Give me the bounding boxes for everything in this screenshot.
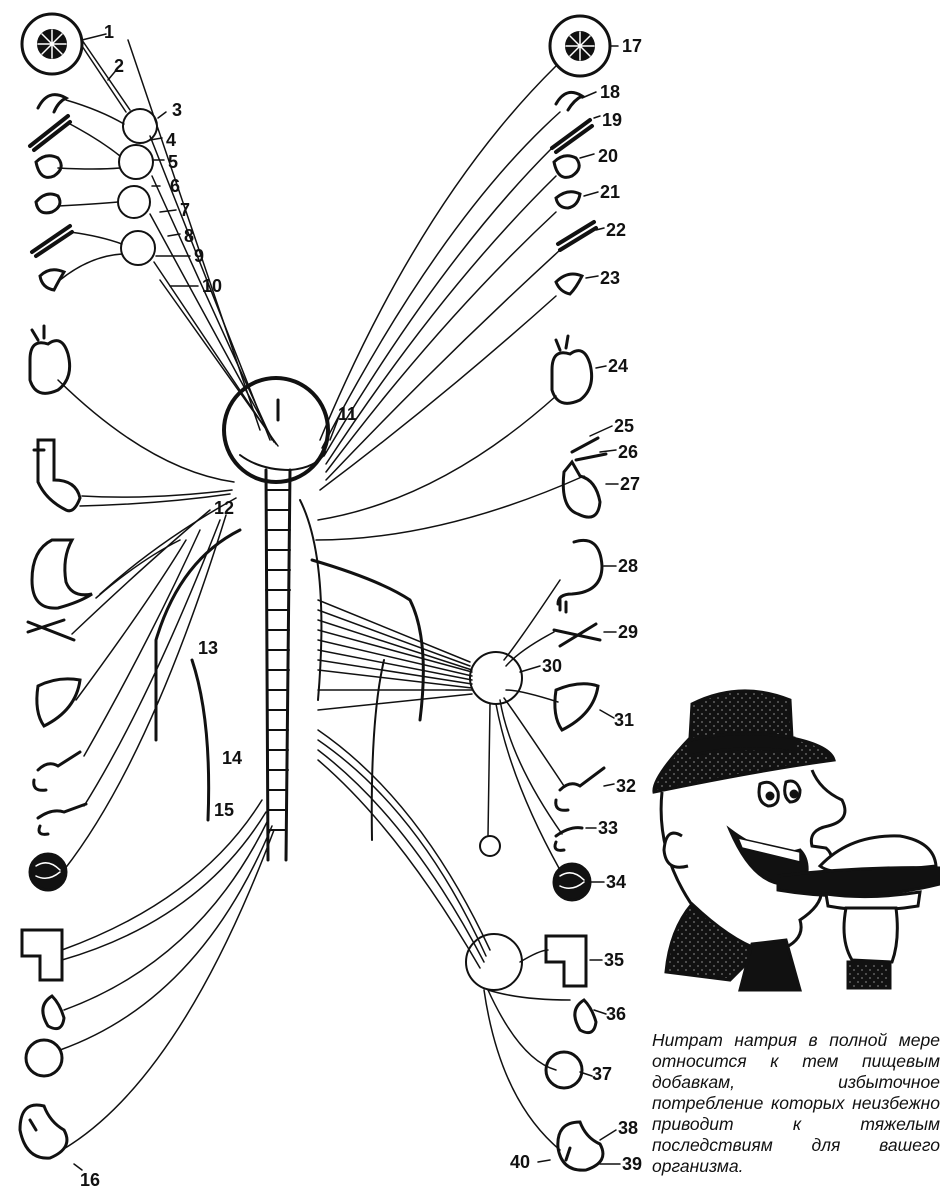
label-12: 12 <box>214 498 234 518</box>
left-sympathetic-chain <box>156 530 240 740</box>
label-20: 20 <box>598 146 618 166</box>
bladder-icon-left <box>26 1040 62 1076</box>
label-19: 19 <box>602 110 622 130</box>
label-26: 26 <box>618 442 638 462</box>
heart-icon-left <box>30 326 70 393</box>
label-39: 39 <box>622 1154 642 1174</box>
label-15: 15 <box>214 800 234 820</box>
cranial-vessel-icon <box>32 226 72 256</box>
salivary-gland-icon <box>36 156 61 178</box>
label-leaders <box>74 34 620 1170</box>
label-11: 11 <box>338 404 357 424</box>
bladder-icon <box>546 1052 582 1088</box>
label-18: 18 <box>600 82 620 102</box>
right-body-nerves <box>316 396 584 1150</box>
label-30: 30 <box>542 656 562 676</box>
label-14: 14 <box>222 748 242 768</box>
label-31: 31 <box>614 710 634 730</box>
colon-icon <box>546 936 586 986</box>
label-7: 7 <box>180 200 190 220</box>
label-1: 1 <box>104 22 114 42</box>
brain-icon <box>224 378 328 482</box>
caption-text: Нитрат натрия в полной мере относится к … <box>652 1030 940 1177</box>
parotid-gland-icon <box>36 194 60 213</box>
label-40: 40 <box>510 1152 530 1172</box>
label-27: 27 <box>620 474 640 494</box>
label-23: 23 <box>600 268 620 288</box>
genitals-icon-left <box>20 1105 67 1158</box>
nasal-vessel-icon-right <box>552 120 592 152</box>
eye-icon-right <box>550 16 610 76</box>
man-eating-cartoon <box>654 691 940 990</box>
label-8: 8 <box>184 226 194 246</box>
label-17: 17 <box>622 36 642 56</box>
label-3: 3 <box>172 100 182 120</box>
intestine-icon-left <box>30 854 66 890</box>
label-25: 25 <box>614 416 634 436</box>
vessel-icon <box>554 624 600 646</box>
sleeve-icon <box>848 962 890 988</box>
vessel-icon-left <box>28 620 74 640</box>
label-34: 34 <box>606 872 626 892</box>
label-16: 16 <box>80 1170 100 1190</box>
label-5: 5 <box>168 152 178 172</box>
left-cranial-nerves <box>58 40 278 446</box>
pupil-left <box>767 793 773 799</box>
kidney-icon-left <box>43 996 64 1029</box>
label-21: 21 <box>600 182 620 202</box>
celiac-ganglion <box>470 652 522 704</box>
pancreas-icon-left <box>38 804 86 834</box>
label-37: 37 <box>592 1064 612 1084</box>
pupil-right <box>791 791 797 797</box>
nasal-vessel-icon <box>30 116 70 150</box>
heart-icon <box>552 336 592 403</box>
lung-icon-left <box>34 440 80 511</box>
label-10: 10 <box>202 276 222 296</box>
label-28: 28 <box>618 556 638 576</box>
liver-icon <box>555 684 598 730</box>
cranial-vessel-icon-right <box>558 222 596 250</box>
parotid-gland-icon-right <box>556 192 580 208</box>
submandibular-ganglion <box>118 186 150 218</box>
label-13: 13 <box>198 638 218 658</box>
salivary-gland-icon-right <box>554 156 579 178</box>
mesenteric-ganglion <box>480 836 500 856</box>
colon-icon-left <box>22 930 62 980</box>
gallbladder-icon-left <box>34 752 80 790</box>
kidney-icon <box>575 1000 596 1033</box>
genitals-icon <box>558 1122 603 1170</box>
label-4: 4 <box>166 130 176 150</box>
label-33: 33 <box>598 818 618 838</box>
eye-icon <box>22 14 82 74</box>
right-cranial-nerves <box>320 66 560 490</box>
label-38: 38 <box>618 1118 638 1138</box>
label-35: 35 <box>604 950 624 970</box>
label-32: 32 <box>616 776 636 796</box>
stomach-icon <box>558 540 602 612</box>
hypogastric-ganglion <box>466 934 522 990</box>
label-22: 22 <box>606 220 626 240</box>
label-24: 24 <box>608 356 628 376</box>
stomach-icon-left <box>32 540 92 608</box>
lacrimal-gland-icon-right <box>556 92 582 110</box>
pterygopalatine-ganglion <box>119 145 153 179</box>
label-29: 29 <box>618 622 638 642</box>
vagus-nerve <box>312 560 423 720</box>
ciliary-ganglion <box>123 109 157 143</box>
lacrimal-gland-icon <box>38 95 66 112</box>
pelvic-trunk <box>372 660 384 840</box>
label-2: 2 <box>114 56 124 76</box>
liver-icon-left <box>37 679 80 726</box>
gallbladder-icon <box>556 768 604 810</box>
lung-icon <box>563 438 606 517</box>
otic-ganglion <box>121 231 155 265</box>
spinal-cord <box>266 470 290 860</box>
hand-icon <box>844 908 897 962</box>
submandibular-gland-icon-right <box>556 274 582 294</box>
white-rami <box>192 660 209 820</box>
label-6: 6 <box>170 176 180 196</box>
label-36: 36 <box>606 1004 626 1024</box>
label-9: 9 <box>194 246 204 266</box>
